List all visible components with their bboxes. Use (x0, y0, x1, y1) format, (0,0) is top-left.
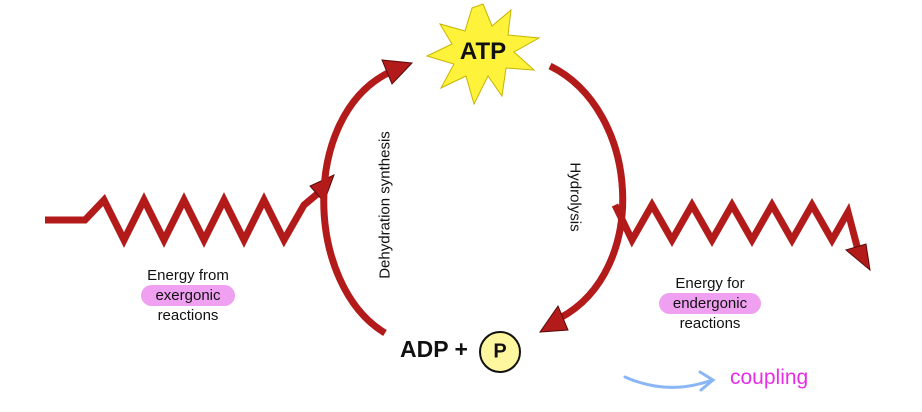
input-zigzag-arrow (45, 187, 325, 248)
atp-label: ATP (459, 38, 507, 65)
input-energy-label: Energy from exergonic reactions (118, 266, 258, 325)
coupling-annotation: coupling (730, 366, 809, 389)
exergonic-highlight: exergonic (141, 285, 235, 306)
output-energy-label: Energy for endergonic reactions (620, 274, 800, 333)
coupling-arrow (623, 375, 714, 389)
dehydration-arrowhead (381, 59, 414, 85)
phosphate-circle (479, 331, 521, 373)
hydrolysis-arrowhead (538, 304, 569, 333)
hydrolysis-arc (548, 62, 627, 322)
dehydration-synthesis-arc (320, 68, 392, 336)
output-line-3: reactions (679, 315, 741, 332)
endergonic-highlight: endergonic (658, 293, 762, 314)
hydrolysis-label: Hydrolysis (566, 162, 584, 232)
coupling-arrowhead (698, 370, 716, 392)
input-line-1: Energy from (147, 267, 229, 284)
atp-starburst (425, 3, 541, 106)
phosphate-label: P (493, 340, 507, 363)
output-line-1: Energy for (675, 275, 745, 292)
input-line-3: reactions (157, 307, 219, 324)
dehydration-synthesis-label: Dehydration synthesis (376, 131, 394, 279)
adp-label: ADP + (400, 336, 468, 362)
output-zigzag-arrow (611, 197, 862, 251)
output-arrowhead (844, 243, 871, 272)
